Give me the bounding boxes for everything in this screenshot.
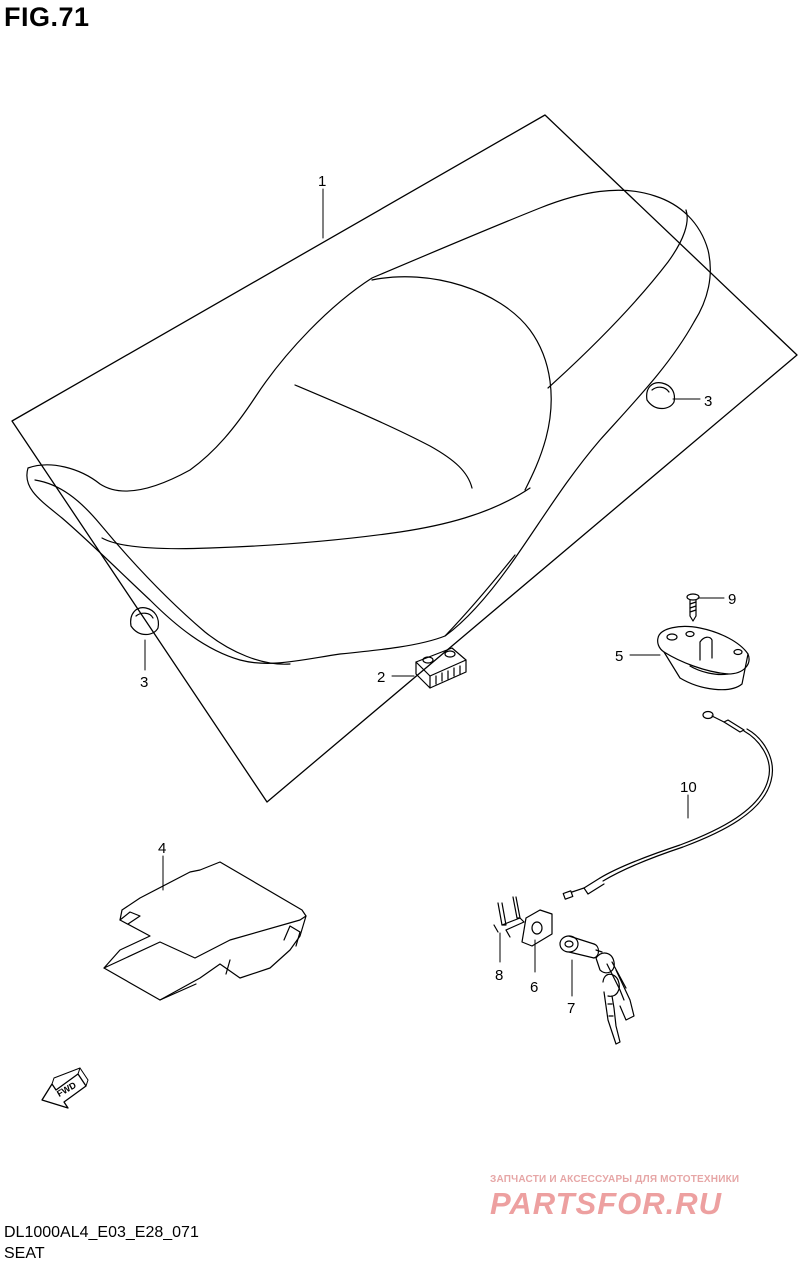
rubber-block-drawing: [415, 647, 467, 689]
model-code: DL1000AL4_E03_E28_071: [4, 1224, 199, 1241]
callout-seat: 1: [318, 173, 326, 190]
screw-drawing: [686, 593, 700, 622]
seat-drawing: [26, 189, 711, 665]
callout-cable: 10: [680, 779, 697, 796]
callout-lock-set: 7: [567, 1000, 575, 1017]
callout-screw: 9: [728, 591, 736, 608]
clip-drawing: [493, 896, 525, 938]
callout-cushion-left: 3: [140, 674, 148, 691]
forward-arrow-icon: [41, 1067, 89, 1109]
callout-lock-bracket: 5: [615, 648, 623, 665]
lock-set-drawing: [559, 935, 635, 1045]
cable-drawing: [562, 710, 773, 900]
cushion-right-drawing: [646, 382, 676, 410]
callout-cushion-right: 3: [704, 393, 712, 410]
cushion-left-drawing: [130, 607, 160, 636]
plate-drawing: [521, 909, 553, 947]
callout-tray: 4: [158, 840, 166, 857]
callout-clip: 8: [495, 967, 503, 984]
lock-bracket-drawing: [657, 625, 750, 691]
watermark-tagline: ЗАПЧАСТИ И АКСЕССУАРЫ ДЛЯ МОТОТЕХНИКИ: [490, 1174, 740, 1185]
figure-title: FIG.71: [4, 2, 90, 32]
watermark-logo: PARTSFOR.RU: [490, 1186, 723, 1221]
tray-drawing: [103, 861, 307, 1001]
seat-assembly-box: [11, 114, 798, 803]
callout-rubber-block: 2: [377, 669, 385, 686]
section-name: SEAT: [4, 1245, 45, 1262]
callout-plate: 6: [530, 979, 538, 996]
